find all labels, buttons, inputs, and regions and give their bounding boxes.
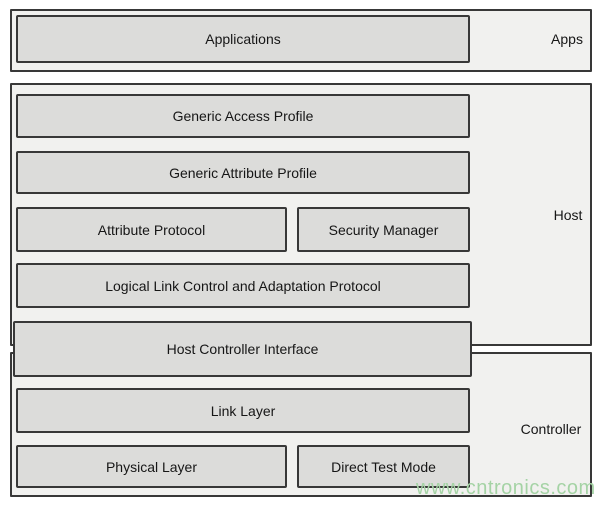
applications-label: Applications [205, 31, 281, 47]
physical-layer-box: Physical Layer [16, 445, 287, 488]
generic-attribute-profile-label: Generic Attribute Profile [169, 164, 317, 181]
generic-attribute-profile-box: Generic Attribute Profile [16, 151, 470, 194]
direct-test-mode-label: Direct Test Mode [331, 458, 436, 475]
l2cap-label: Logical Link Control and Adaptation Prot… [105, 277, 381, 294]
apps-section-label: Apps [551, 31, 583, 47]
link-layer-box: Link Layer [16, 388, 470, 433]
host-controller-interface-label: Host Controller Interface [166, 341, 319, 357]
host-controller-interface-box: Host Controller Interface [13, 321, 472, 377]
direct-test-mode-box: Direct Test Mode [297, 445, 470, 488]
generic-access-profile-box: Generic Access Profile [16, 94, 470, 138]
generic-access-profile-label: Generic Access Profile [172, 108, 314, 124]
security-manager-box: Security Manager [297, 207, 470, 252]
controller-section-label: Controller [520, 421, 582, 437]
link-layer-label: Link Layer [210, 402, 276, 419]
physical-layer-label: Physical Layer [105, 458, 198, 475]
applications-box: Applications [16, 15, 470, 63]
attribute-protocol-box: Attribute Protocol [16, 207, 287, 252]
attribute-protocol-label: Attribute Protocol [97, 221, 206, 238]
watermark-text: www.cntronics.com [416, 477, 596, 499]
security-manager-label: Security Manager [328, 221, 439, 238]
l2cap-box: Logical Link Control and Adaptation Prot… [16, 263, 470, 308]
host-section-label: Host [553, 207, 583, 223]
